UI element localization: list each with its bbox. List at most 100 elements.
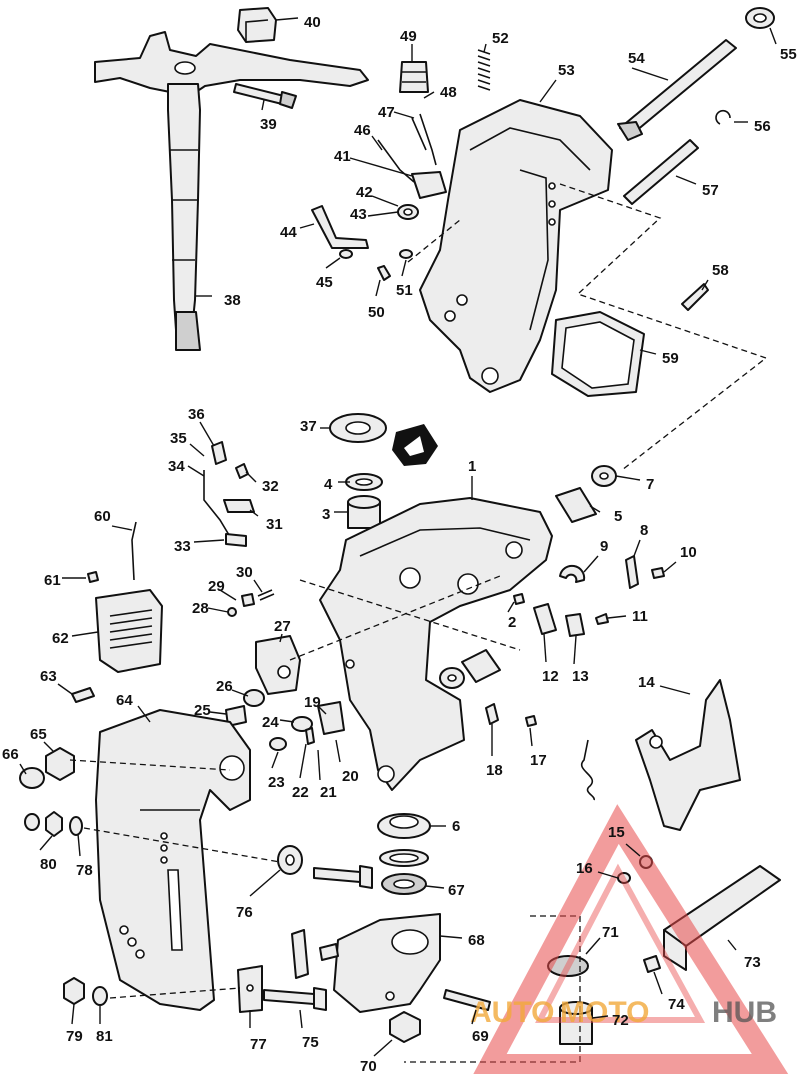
callout-label-58: 58: [712, 262, 729, 279]
part-3-bushing: [347, 495, 381, 529]
callout-label-70: 70: [360, 1058, 377, 1074]
grease-symbol-icon: [392, 424, 438, 466]
callout-label-29: 29: [208, 578, 225, 595]
callout-leader-31: [249, 509, 259, 517]
callout-label-66: 66: [2, 746, 19, 763]
callout-label-38: 38: [224, 292, 241, 309]
part-33-36-harness: [203, 441, 247, 547]
callout-label-33: 33: [174, 538, 191, 555]
callout-label-51: 51: [396, 282, 413, 299]
callout-leader-64: [137, 705, 151, 723]
callout-leader-41: [349, 157, 413, 177]
part-58-screw: [71, 283, 709, 703]
callout-label-22: 22: [292, 784, 309, 801]
callout-leader-60: [111, 525, 133, 531]
part-1-swivel-body: [319, 497, 553, 791]
callout-label-37: 37: [300, 418, 317, 435]
callout-leader-19: [317, 705, 327, 715]
part-63-clamp-bracket: [95, 709, 251, 1011]
callout-label-56: 56: [754, 118, 771, 135]
callout-label-25: 25: [194, 702, 211, 719]
part-70-71-bushings: [547, 955, 593, 1045]
callout-leader-69: [471, 1009, 477, 1025]
callout-leader-13: [573, 635, 577, 665]
part-8-12-clips: [513, 555, 665, 637]
callout-label-68: 68: [468, 932, 485, 949]
callout-leader-70: [373, 1039, 393, 1057]
callout-label-59: 59: [662, 350, 679, 367]
part-39-bolt: [233, 83, 297, 109]
callout-leader-43: [367, 211, 399, 217]
callout-label-30: 30: [236, 564, 253, 581]
callout-label-35: 35: [170, 430, 187, 447]
part-6-ring: [377, 813, 431, 839]
callout-leader-26: [231, 689, 249, 697]
callout-leader-32: [245, 471, 257, 483]
part-60-cover: [95, 589, 163, 673]
callout-leader-72: [591, 1015, 609, 1019]
callout-label-63: 63: [40, 668, 57, 685]
callout-leader-66: [19, 763, 27, 775]
part-76-plate: [237, 965, 263, 1013]
callout-leader-50: [375, 279, 381, 297]
callout-leader-22: [299, 743, 307, 779]
part-77-79-washers: [24, 811, 108, 1006]
callout-leader-9: [583, 555, 599, 573]
callout-leader-54: [631, 67, 669, 81]
callout-leader-52: [483, 43, 487, 53]
callout-label-31: 31: [266, 516, 283, 533]
callout-label-74: 74: [668, 996, 685, 1013]
callout-label-43: 43: [350, 206, 367, 223]
callout-leader-33: [193, 539, 225, 543]
callout-leader-5: [589, 505, 601, 513]
part-75-washer: [277, 845, 303, 875]
watermark-word-hub: HUB: [712, 996, 777, 1029]
part-13-arm: [635, 679, 741, 831]
callout-leader-59: [639, 349, 657, 355]
callout-label-14: 14: [638, 674, 655, 691]
part-28-30-spring-pin: [227, 589, 275, 617]
alignment-lines: [69, 183, 768, 1063]
callout-label-28: 28: [192, 600, 209, 617]
callout-label-2: 2: [508, 614, 516, 631]
callout-label-44: 44: [280, 224, 297, 241]
callout-label-61: 61: [44, 572, 61, 589]
callout-label-20: 20: [342, 768, 359, 785]
part-80-81-bracket: [291, 929, 339, 979]
callout-label-17: 17: [530, 752, 547, 769]
callout-label-54: 54: [628, 50, 645, 67]
callout-leader-29: [219, 589, 237, 601]
callout-leader-34: [187, 465, 205, 477]
part-56-clip: [715, 109, 731, 125]
part-41-46-47-wiring: [377, 113, 447, 199]
callout-label-8: 8: [640, 522, 648, 539]
callout-leader-11: [607, 615, 627, 619]
callout-leader-75: [299, 1009, 303, 1029]
callout-leader-65: [43, 741, 55, 753]
part-27-block: [255, 635, 301, 695]
callout-label-4: 4: [324, 476, 333, 493]
callout-label-67: 67: [448, 882, 465, 899]
callout-label-73: 73: [744, 954, 761, 971]
callout-label-27: 27: [274, 618, 291, 635]
part-67-housing: [333, 913, 441, 1013]
callout-label-3: 3: [322, 506, 330, 523]
callout-label-15: 15: [608, 824, 625, 841]
callout-label-52: 52: [492, 30, 509, 47]
callout-label-21: 21: [320, 784, 337, 801]
part-5-sleeve: [461, 487, 597, 683]
callout-leader-12: [543, 633, 547, 663]
part-19-23-hardware: [269, 701, 345, 751]
callout-label-47: 47: [378, 104, 395, 121]
callout-label-76: 76: [236, 904, 253, 921]
callout-leader-78: [77, 833, 81, 857]
callout-leader-46: [371, 135, 383, 151]
callout-label-41: 41: [334, 148, 351, 165]
part-74-bolts: [263, 865, 373, 1011]
callout-label-78: 78: [76, 862, 93, 879]
callout-leaders: [19, 17, 777, 1057]
callout-leader-42: [371, 195, 399, 207]
callout-leader-39: [261, 99, 265, 111]
callout-leader-40: [275, 17, 299, 21]
